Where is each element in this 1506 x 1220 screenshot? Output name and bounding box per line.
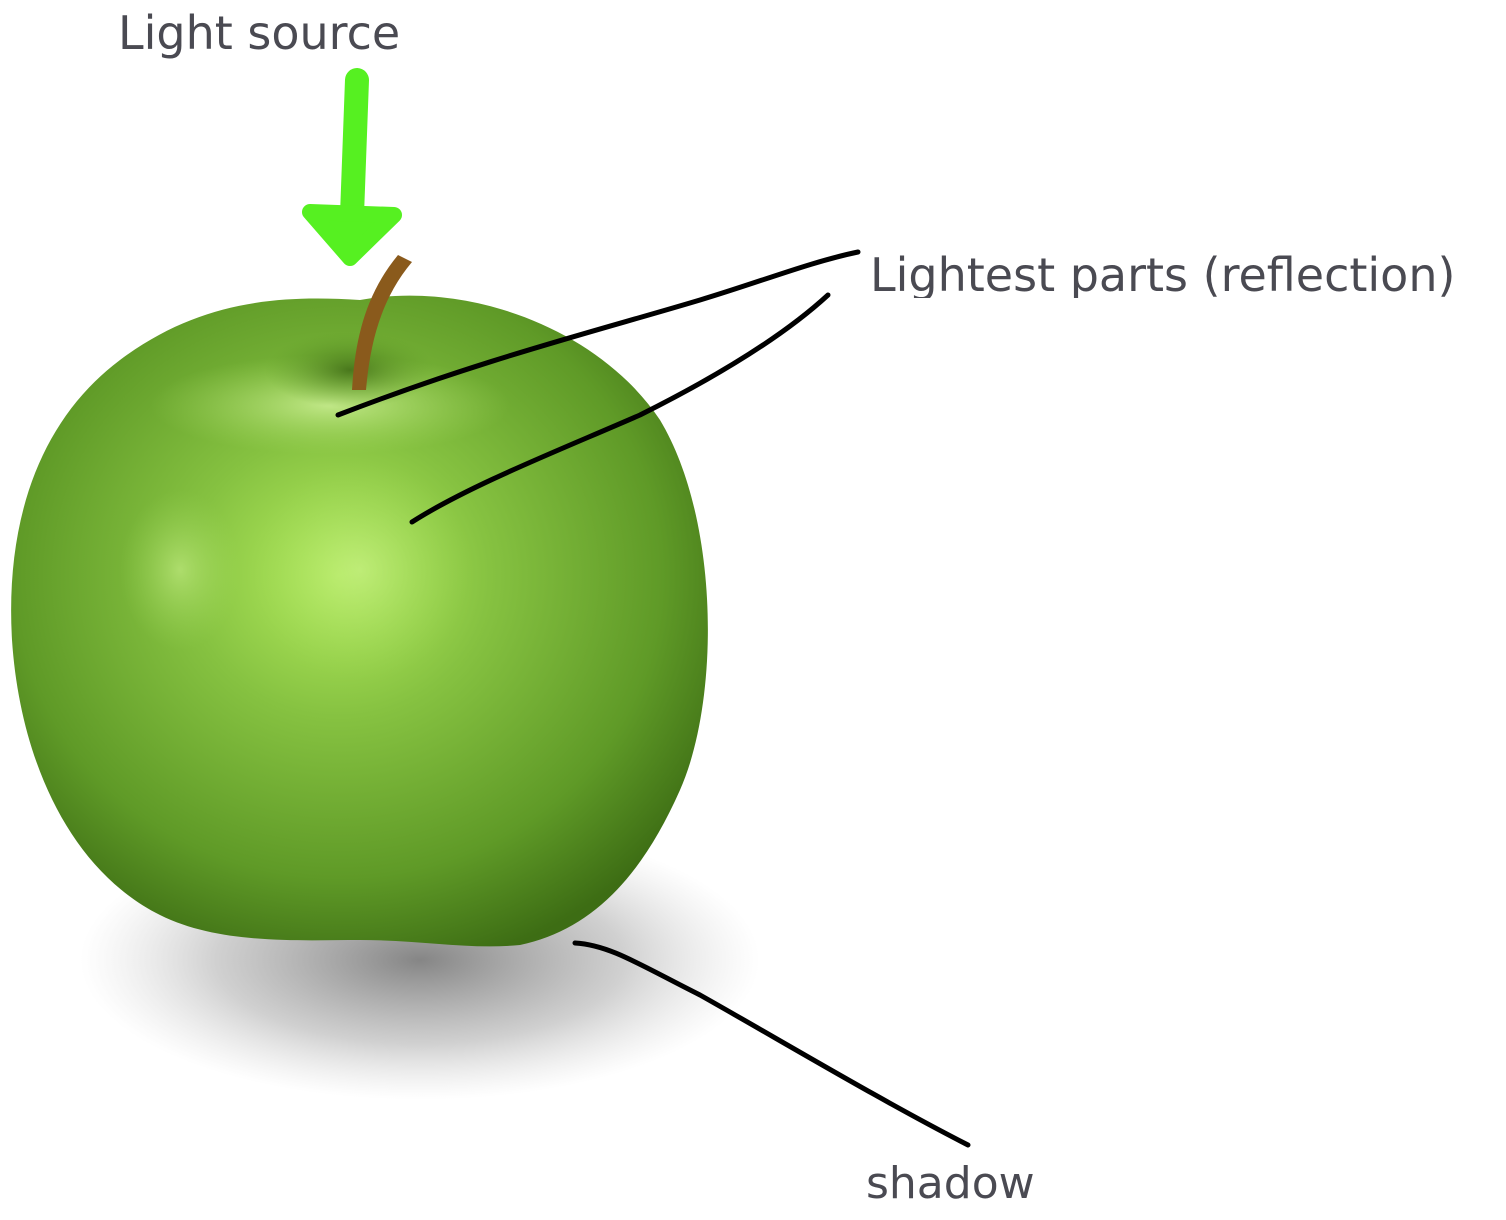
apple-left-highlight xyxy=(120,490,240,650)
shadow-pointer-line xyxy=(572,940,971,1148)
stem-cavity xyxy=(265,332,435,408)
reflection-pointer-line-center xyxy=(409,292,831,525)
apple-center-highlight xyxy=(250,460,470,680)
light-source-arrow xyxy=(302,68,402,266)
light-source-label: Light source xyxy=(118,6,401,60)
lightest-parts-label: Lightest parts (reflection) xyxy=(870,252,1456,298)
reflection-pointer-line-top xyxy=(335,249,861,418)
apple-stem xyxy=(352,255,412,390)
shadow-label: shadow xyxy=(866,1158,1035,1209)
